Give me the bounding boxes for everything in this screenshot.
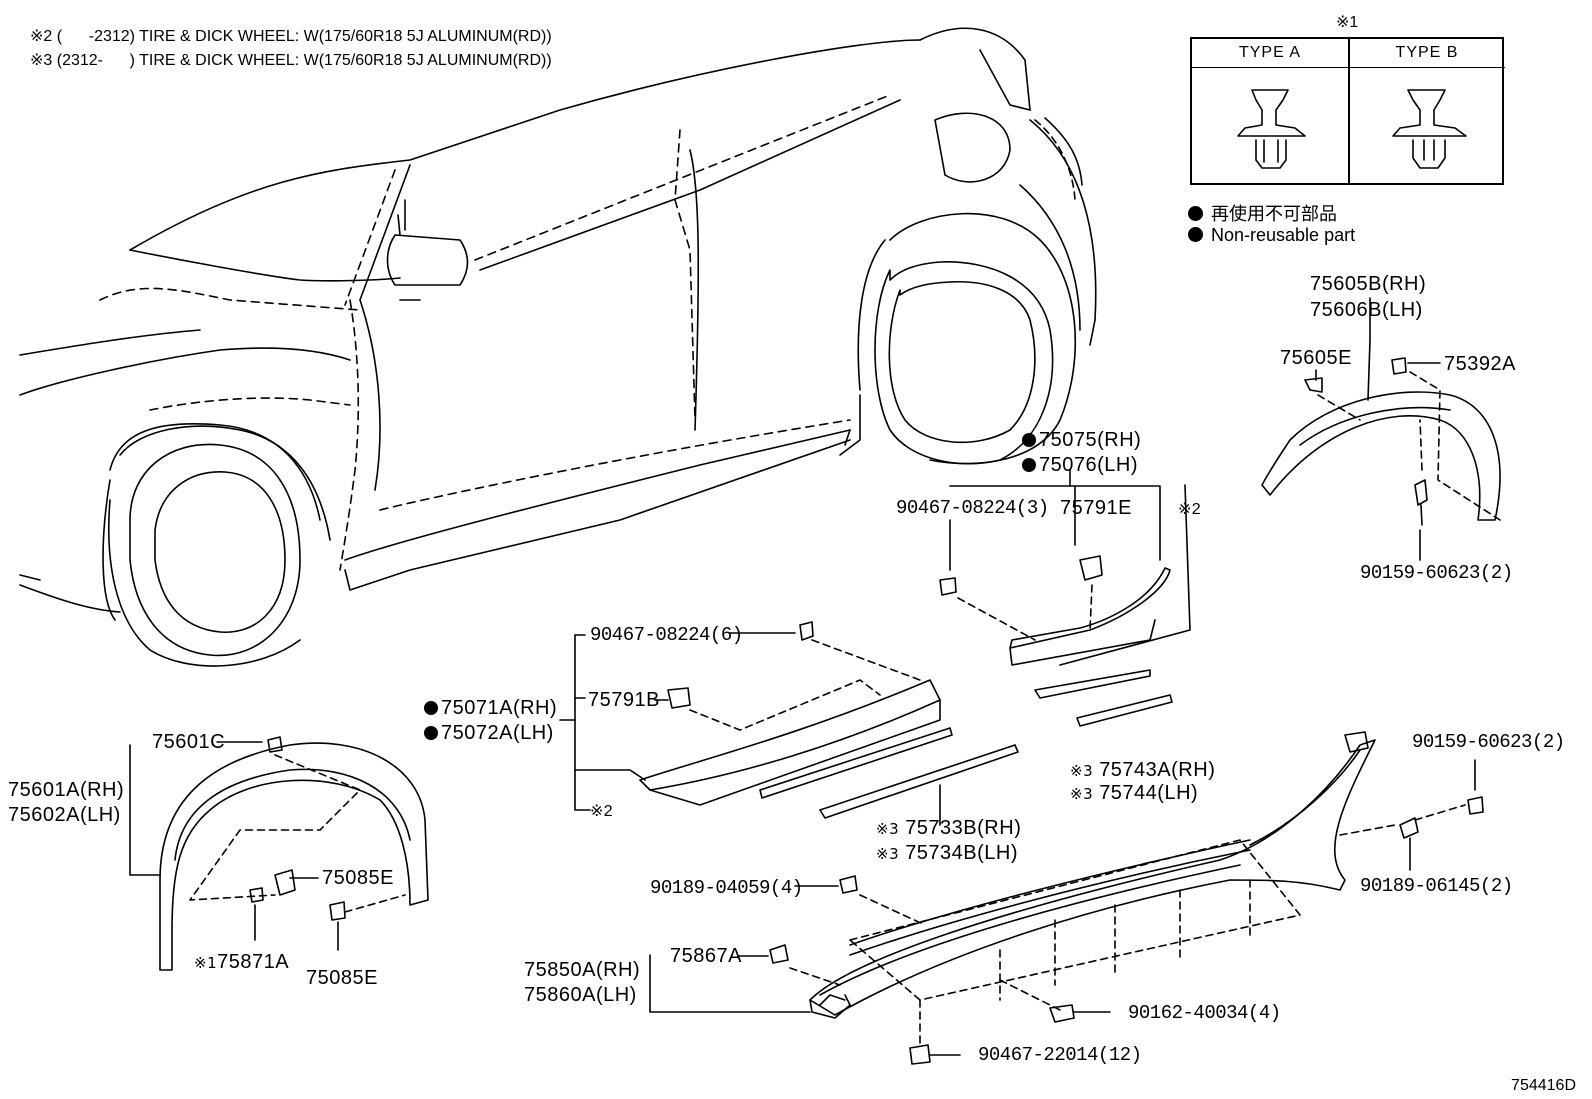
non-reusable-dot-icon bbox=[424, 701, 438, 715]
legend-en: Non-reusable part bbox=[1188, 225, 1355, 246]
legend-jp-text: 再使用不可部品 bbox=[1211, 204, 1337, 224]
type-table: TYPE A TYPE B bbox=[1190, 37, 1505, 185]
part-90159-60623-front: 90159-60623(2) bbox=[1412, 731, 1565, 753]
front-fender-liner bbox=[129, 736, 429, 971]
part-75075: 75075(RH) bbox=[1022, 430, 1141, 450]
non-reusable-dot-icon bbox=[1188, 227, 1203, 242]
rear-side-garnish bbox=[939, 469, 1191, 727]
part-90467-22014: 90467-22014(12) bbox=[978, 1044, 1142, 1066]
part-75606B: 75606B(LH) bbox=[1310, 299, 1423, 321]
part-90189-04059: 90189-04059(4) bbox=[650, 877, 803, 899]
part-75601A: 75601A(RH) bbox=[8, 779, 125, 801]
part-75791B: 75791B bbox=[588, 689, 660, 711]
type-b-header: TYPE B bbox=[1349, 39, 1505, 68]
part-90467-08224-3: 90467-08224(3) bbox=[896, 497, 1049, 519]
part-75392A: 75392A bbox=[1444, 353, 1516, 375]
type-table-divider bbox=[1348, 39, 1350, 183]
part-75850A: 75850A(RH) bbox=[524, 959, 641, 981]
part-75072A: 75072A(LH) bbox=[424, 723, 554, 743]
part-75601C: 75601C bbox=[152, 731, 226, 753]
rear-fender-liner bbox=[1261, 339, 1501, 561]
diagram-code: 754416D bbox=[1511, 1077, 1576, 1094]
part-75733B: ※3 75733B(RH) bbox=[876, 817, 1022, 839]
non-reusable-dot-icon bbox=[424, 726, 438, 740]
clip-type-icons bbox=[1237, 89, 1467, 169]
non-reusable-dot-icon bbox=[1022, 458, 1036, 472]
non-reusable-dot-icon bbox=[1022, 433, 1036, 447]
part-75743A: ※3 75743A(RH) bbox=[1070, 759, 1216, 781]
part-90189-06145: 90189-06145(2) bbox=[1360, 875, 1513, 897]
part-90159-60623-rear: 90159-60623(2) bbox=[1360, 562, 1513, 584]
mark-2-front: ※2 bbox=[590, 803, 613, 820]
part-75605B: 75605B(RH) bbox=[1310, 273, 1427, 295]
part-75734B: ※3 75734B(LH) bbox=[876, 842, 1019, 864]
part-75871A: ※175871A bbox=[194, 951, 290, 973]
non-reusable-dot-icon bbox=[1188, 206, 1203, 221]
front-side-garnish bbox=[559, 621, 1019, 826]
fastener-glyphs bbox=[769, 731, 1484, 1065]
note-3: ※3 (2312- ) TIRE & DICK WHEEL: W(175/60R… bbox=[30, 52, 552, 69]
part-75602A: 75602A(LH) bbox=[8, 804, 121, 826]
legend-en-text: Non-reusable part bbox=[1211, 225, 1356, 245]
part-75744: ※3 75744(LH) bbox=[1070, 782, 1199, 804]
vehicle-outline bbox=[19, 27, 1097, 667]
part-75791E: 75791E bbox=[1060, 497, 1132, 519]
part-90467-08224-6: 90467-08224(6) bbox=[590, 624, 743, 646]
type-a-header: TYPE A bbox=[1192, 39, 1348, 68]
legend-jp: 再使用不可部品 bbox=[1188, 200, 1337, 226]
note-2: ※2 ( -2312) TIRE & DICK WHEEL: W(175/60R… bbox=[30, 28, 552, 45]
part-75085E-upper: 75085E bbox=[322, 867, 394, 889]
part-75860A: 75860A(LH) bbox=[524, 984, 637, 1006]
mark-2-rear: ※2 bbox=[1178, 501, 1201, 518]
part-75071A: 75071A(RH) bbox=[424, 698, 557, 718]
part-75076: 75076(LH) bbox=[1022, 455, 1138, 475]
type-table-mark: ※1 bbox=[1336, 14, 1359, 31]
leader-lines bbox=[216, 297, 1441, 1013]
rocker-panel bbox=[789, 739, 1466, 1046]
part-75867A: 75867A bbox=[670, 945, 742, 967]
part-90162-40034: 90162-40034(4) bbox=[1128, 1002, 1281, 1024]
part-75605E: 75605E bbox=[1280, 347, 1352, 369]
part-75085E-lower: 75085E bbox=[306, 967, 378, 989]
